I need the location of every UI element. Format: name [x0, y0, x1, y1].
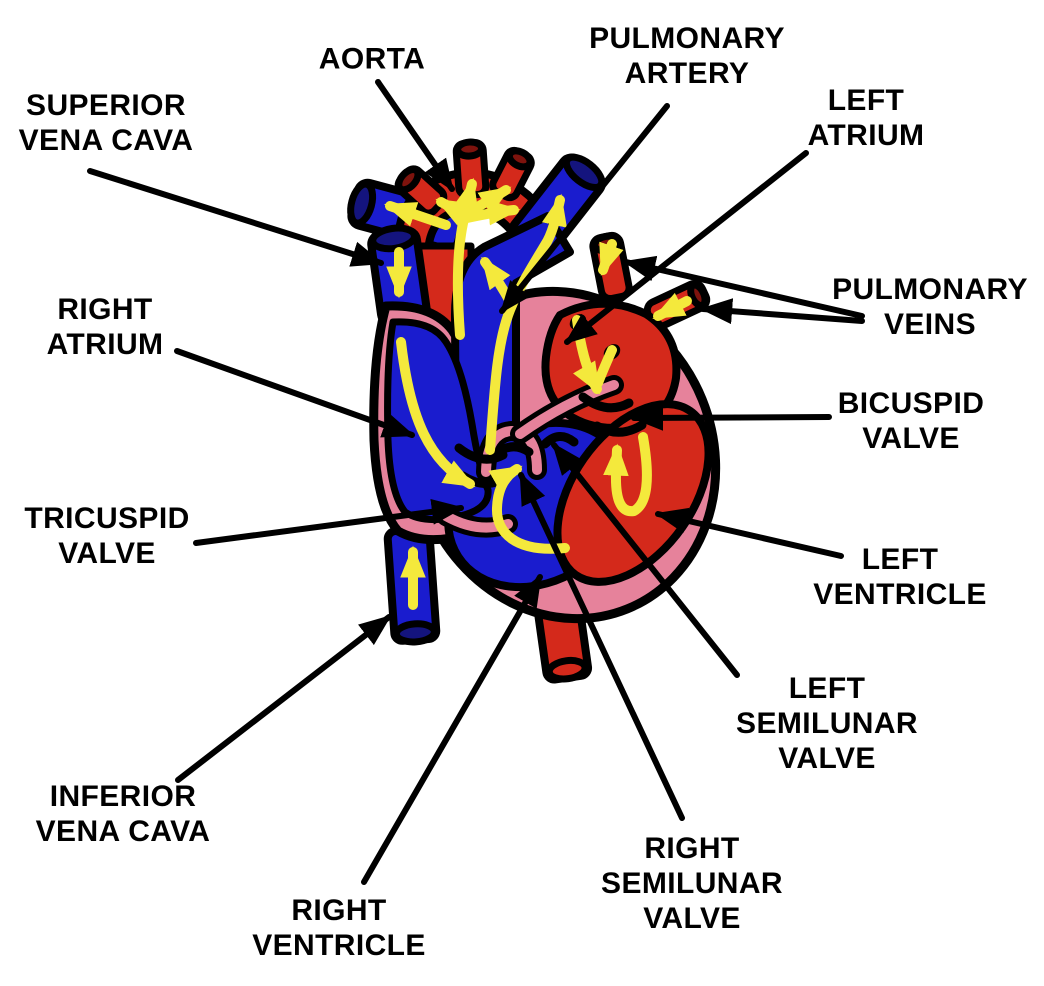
left-atrium-flow-curve	[593, 345, 617, 388]
pulmonary-veins-leader-line	[699, 298, 865, 325]
label-tricuspid-valve: TRICUSPID VALVE	[24, 502, 190, 570]
label-pulmonary-artery: PULMONARY ARTERY	[589, 22, 785, 90]
right-semilunar-valve-leader-line	[518, 472, 685, 821]
blood-flow-arrows	[383, 177, 692, 610]
bicuspid-valve-leaflets	[578, 392, 634, 413]
label-pulmonary-veins: PULMONARY VEINS	[832, 273, 1028, 341]
inferior-vena-cava-leader-line	[175, 614, 392, 783]
aorta-branch-stub-left	[394, 165, 448, 217]
pulmonary-vein-flow-arrow	[598, 239, 624, 277]
tricuspid-valve-leader-line	[193, 498, 465, 546]
right-atrium-leader-line	[174, 348, 416, 438]
pulmonary-veins-leader-line	[622, 255, 865, 319]
label-right-ventricle: RIGHT VENTRICLE	[252, 894, 426, 962]
bicuspid-valve-leader-line	[630, 404, 832, 431]
label-aorta: AORTA	[318, 42, 426, 76]
label-right-atrium: RIGHT ATRIUM	[46, 293, 164, 361]
label-bicuspid-valve: BICUSPID VALVE	[837, 387, 985, 455]
vessel-end-cap	[505, 147, 534, 171]
vessel-end-cap	[369, 224, 418, 253]
right-semilunar-valve-leaflet	[492, 442, 534, 458]
leader-lines	[87, 79, 865, 885]
aorta-leader-line	[375, 79, 455, 192]
pulmonary-vein-flow-arrow	[652, 292, 692, 321]
label-left-semilunar-valve: LEFT SEMILUNAR VALVE	[736, 671, 918, 775]
right-atrium-flow-arrow	[396, 337, 476, 489]
label-left-ventricle: LEFT VENTRICLE	[813, 543, 987, 611]
left-semilunar-valve-leader-line	[551, 442, 740, 678]
label-superior-vena-cava: SUPERIOR VENA CAVA	[18, 89, 194, 157]
atrioventricular-groove	[510, 375, 624, 444]
vessel-end-cap	[454, 138, 486, 160]
superior-vena-cava-leader-line	[87, 168, 385, 267]
left-ventricle-leader-line	[654, 507, 844, 559]
label-inferior-vena-cava: INFERIOR VENA CAVA	[35, 780, 211, 848]
vessel-end-cap	[545, 656, 589, 683]
label-left-atrium: LEFT ATRIUM	[807, 84, 925, 152]
vessel-end-cap	[347, 180, 377, 227]
left-semilunar-valve-leaflet	[540, 432, 579, 449]
left-atrium-leader-line	[564, 150, 809, 345]
aorta-flow-branch	[462, 199, 521, 226]
label-right-semilunar-valve: RIGHT SEMILUNAR VALVE	[601, 831, 783, 935]
left-ventricle-flow-arrow	[603, 432, 652, 517]
right-ventricle-leader-line	[361, 574, 543, 885]
vessel-end-cap	[392, 620, 438, 646]
right-ventricle-flow-arrow	[488, 464, 570, 554]
pulmonary-artery-leader-line	[499, 103, 670, 314]
vessel-end-cap	[395, 166, 422, 194]
